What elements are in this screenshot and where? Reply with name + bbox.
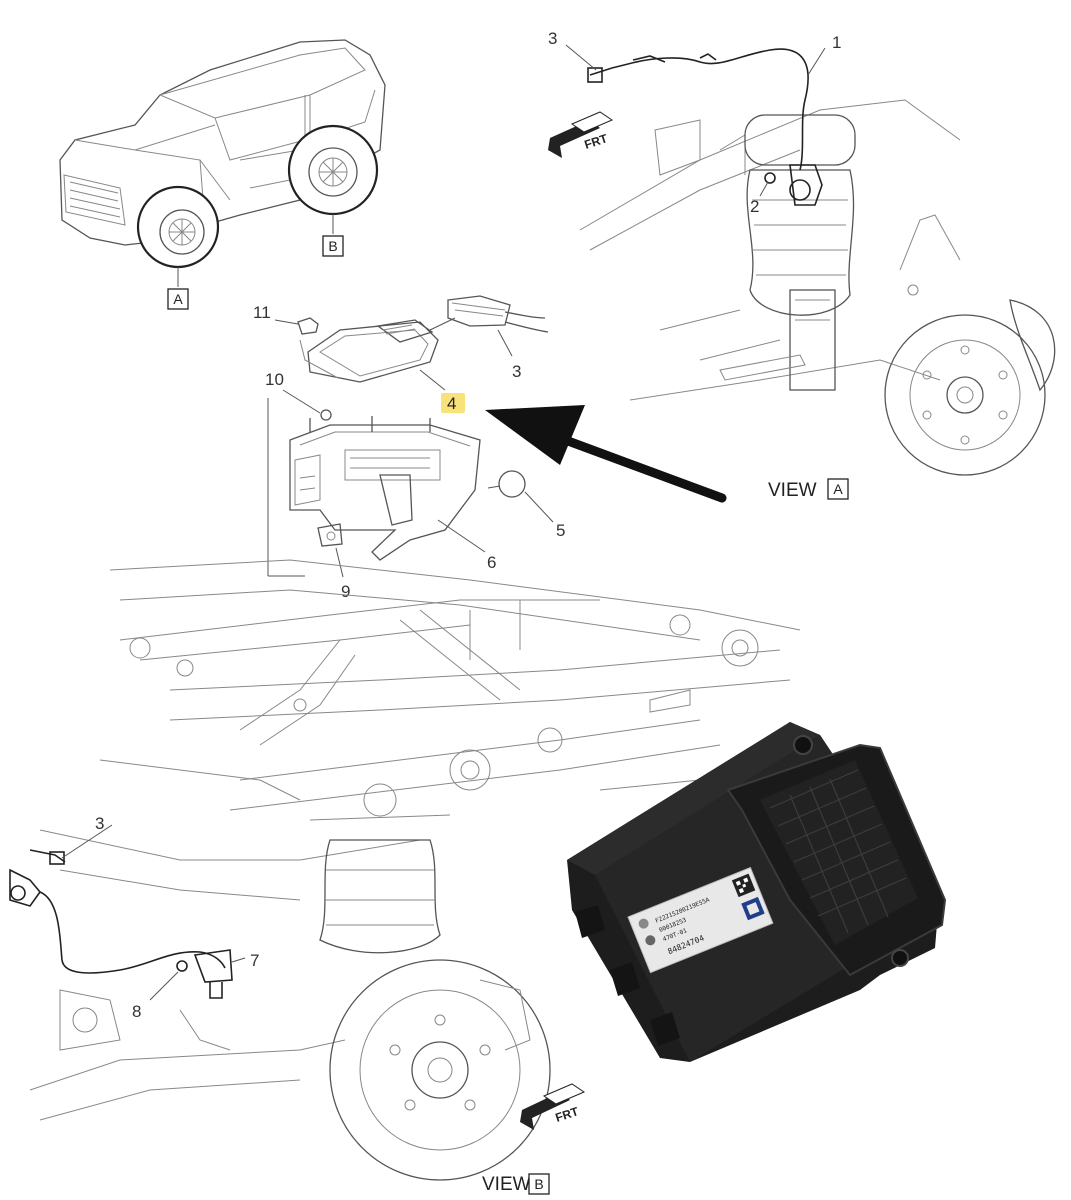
svg-text:VIEW: VIEW [482, 1174, 531, 1195]
callout-10: 10 [265, 370, 284, 389]
svg-text:FRT: FRT [554, 1104, 581, 1125]
svg-text:B: B [328, 238, 337, 254]
callout-4: 4 [447, 394, 456, 413]
view-a-suspension-illustration [579, 99, 1056, 476]
callout-6: 6 [487, 553, 496, 572]
box-label-a: A [167, 288, 189, 310]
harness-connector [429, 295, 549, 333]
mounting-bracket [289, 416, 481, 561]
pointer-arrow [485, 405, 727, 503]
svg-text:B: B [534, 1176, 543, 1192]
wheel-speed-sensor-rear [9, 849, 233, 999]
small-fasteners [297, 317, 526, 547]
view-b-label: VIEW B [482, 1173, 550, 1195]
callout-11: 11 [253, 303, 271, 322]
warning-icon [645, 935, 656, 946]
vehicle-frame-illustration [99, 559, 801, 817]
callout-4-highlight [441, 393, 465, 413]
callout-1: 1 [832, 33, 841, 52]
view-b-suspension-illustration [29, 814, 551, 1181]
frt-arrow-top: FRT [548, 111, 614, 158]
callout-2: 2 [750, 197, 759, 216]
svg-text:A: A [833, 481, 843, 497]
svg-text:VIEW: VIEW [768, 480, 817, 501]
frt-arrow-bottom: FRT [520, 1083, 586, 1130]
control-module-drawing [299, 319, 439, 383]
svg-text:FRT: FRT [583, 131, 610, 152]
recycle-icon [638, 918, 649, 929]
callout-9: 9 [341, 582, 350, 601]
module-label-sticker: F22215200219E55A 00018253 470T-01 848247… [627, 866, 774, 974]
callout-3-top: 3 [548, 29, 557, 48]
callout-3-mid: 3 [512, 362, 521, 381]
wheel-callout-b [287, 124, 379, 234]
callout-8: 8 [132, 1002, 141, 1021]
callout-3-bottom: 3 [95, 814, 104, 833]
wheel-callout-a [136, 185, 220, 287]
callout-7: 7 [250, 951, 259, 970]
view-a-label: VIEW A [768, 478, 849, 501]
box-label-b: B [322, 235, 344, 257]
callout-5: 5 [556, 521, 565, 540]
svg-text:A: A [173, 291, 183, 307]
wheel-speed-sensor-front [587, 48, 823, 206]
